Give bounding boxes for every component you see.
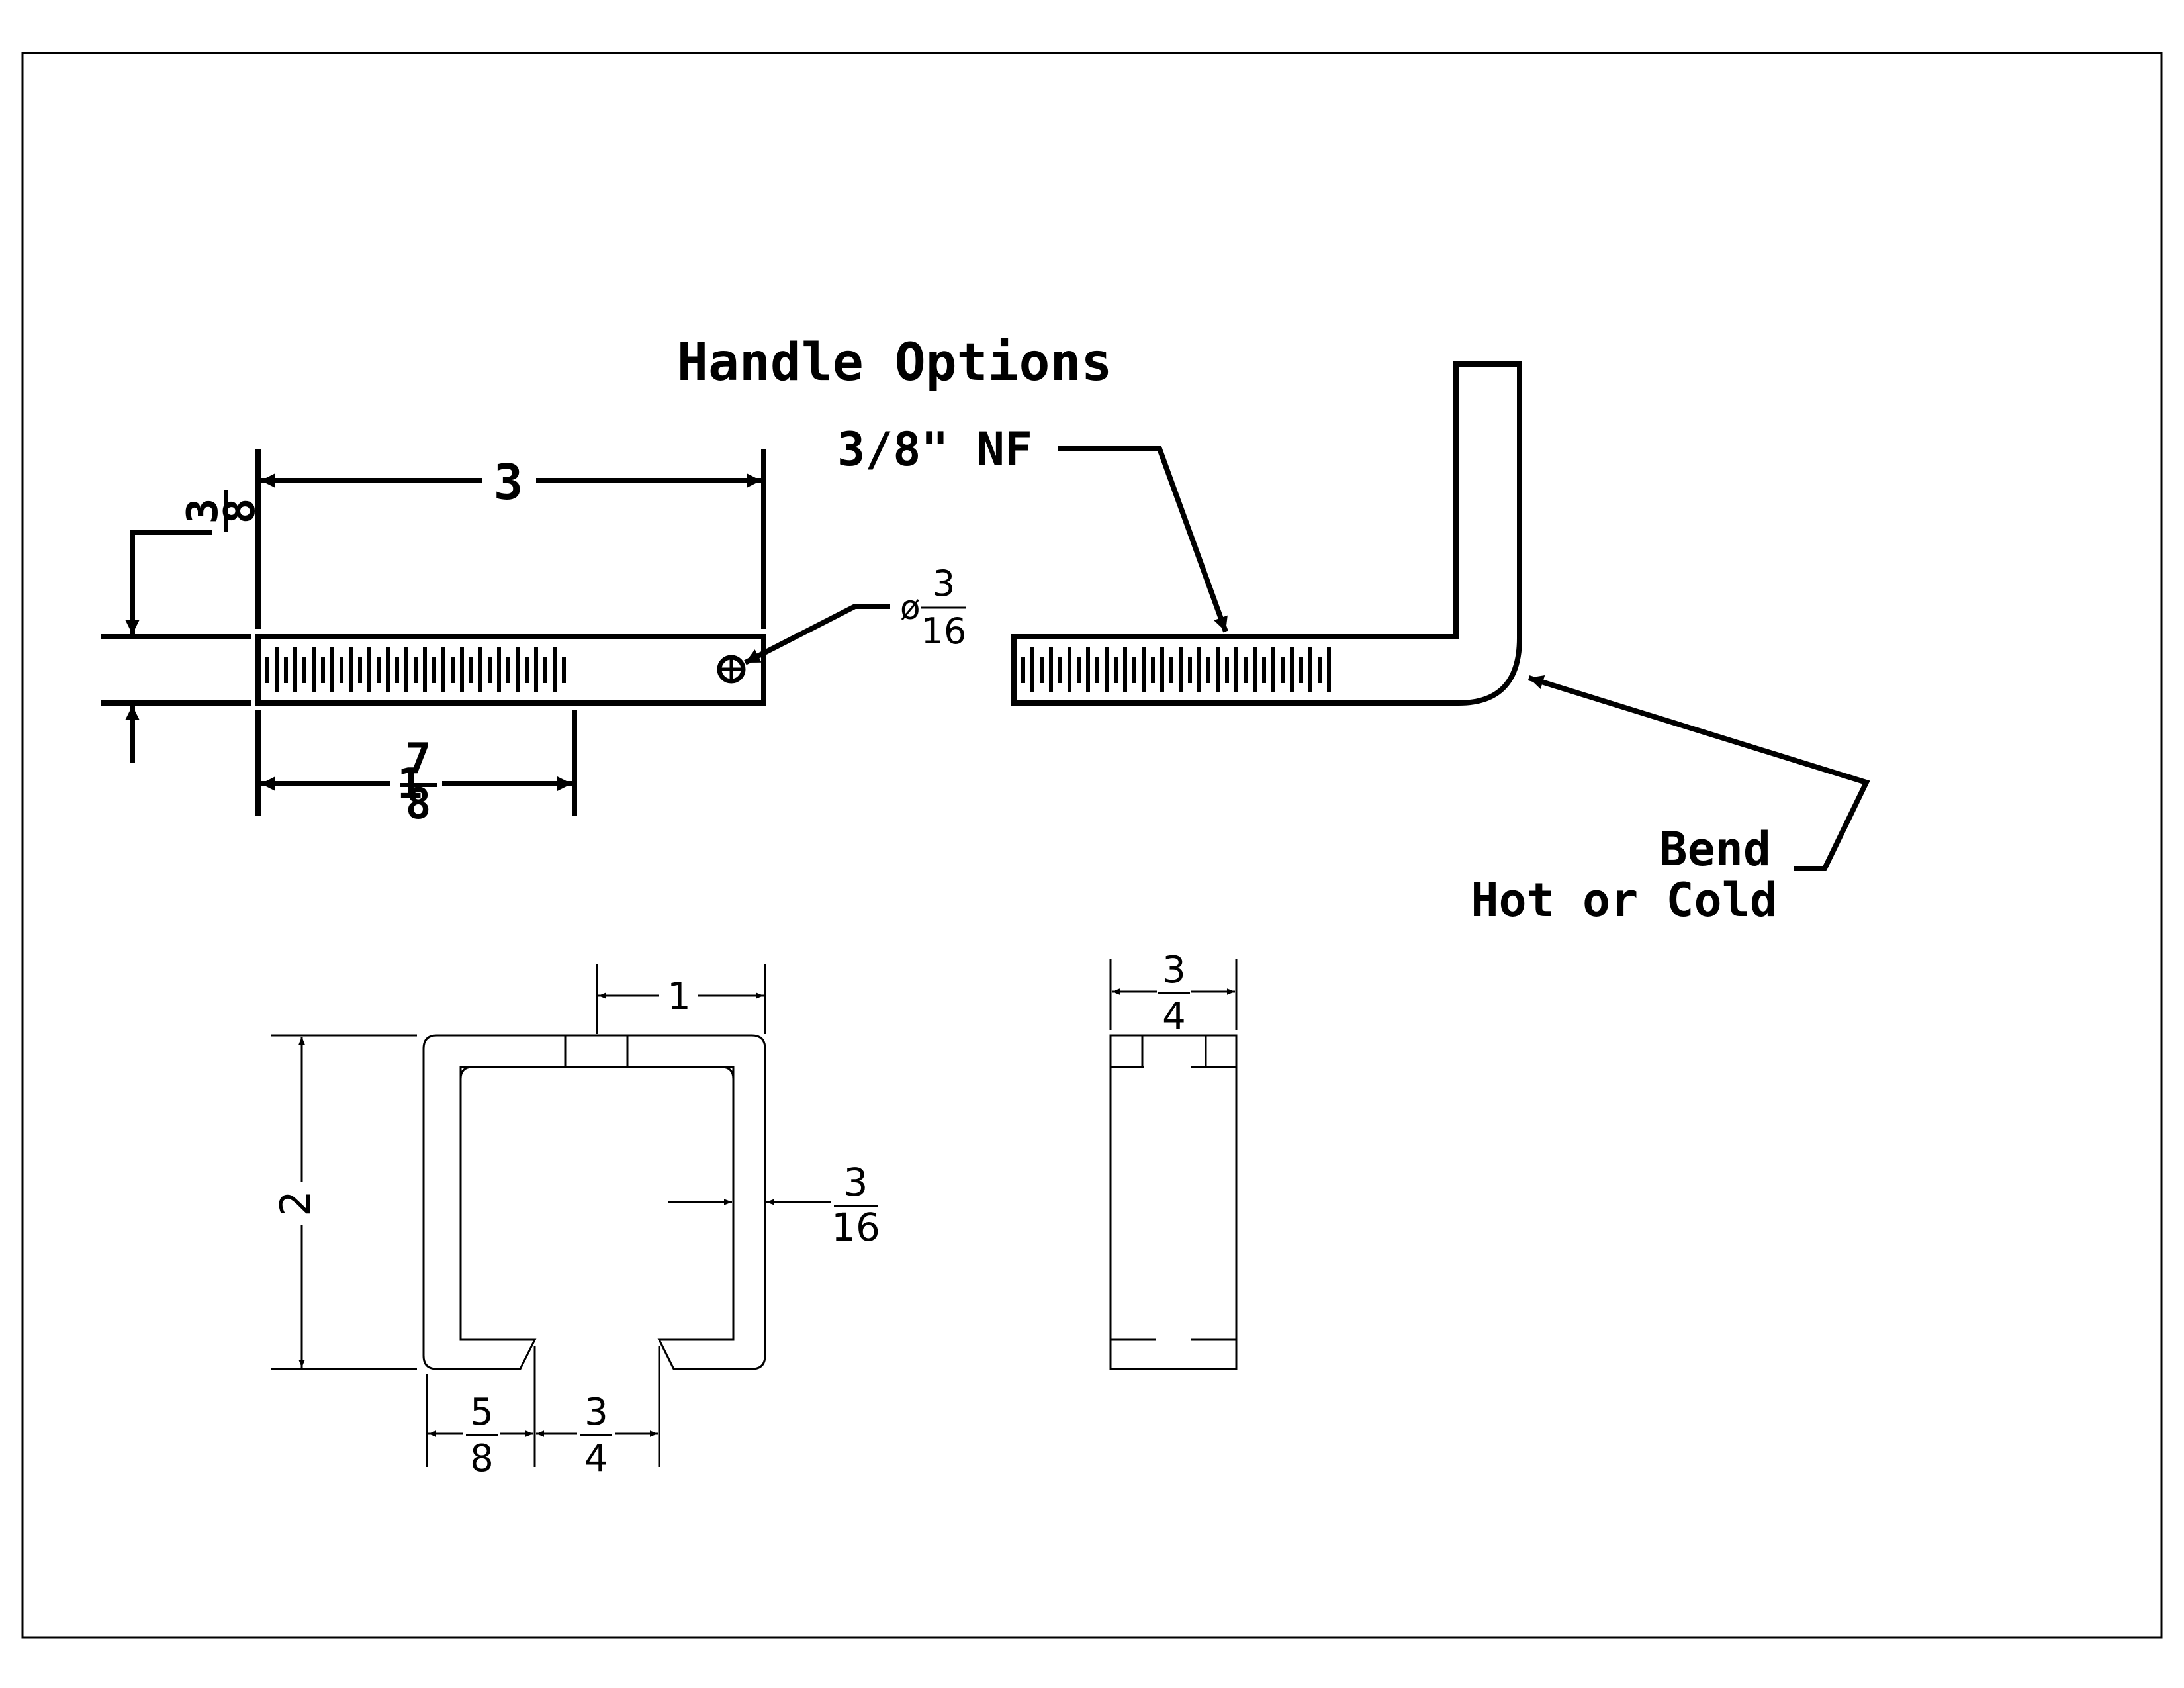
track-side-view bbox=[1109, 959, 1238, 1370]
thread-length-den: 8 bbox=[406, 780, 432, 829]
handle-length-label: 3 bbox=[494, 454, 523, 511]
bent-handle-view: 3/8" NF Bend Hot or Cold bbox=[837, 361, 1870, 927]
wall-den: 16 bbox=[831, 1205, 880, 1250]
drawing-title: Handle Options bbox=[677, 333, 1112, 393]
track-width-label: 1 bbox=[667, 975, 691, 1018]
hole-leader bbox=[744, 604, 890, 665]
lip-num: 5 bbox=[470, 1391, 494, 1434]
thread-callout: 3/8" NF bbox=[837, 422, 1032, 477]
bend-note-line1: Bend bbox=[1659, 822, 1771, 876]
thread-leader bbox=[1058, 446, 1228, 633]
thread-marks bbox=[265, 647, 566, 692]
thickness-den: 8 bbox=[216, 498, 265, 524]
hole-dia-den: 16 bbox=[921, 610, 967, 652]
side-width-num: 3 bbox=[1162, 949, 1186, 992]
straight-handle-view: ø 3 16 3 3 8 1 7 8 bbox=[101, 449, 966, 829]
bent-handle-outline bbox=[1011, 361, 1522, 706]
bend-leader bbox=[1527, 675, 1870, 871]
thickness-num: 3 bbox=[179, 498, 228, 524]
hole-dia-num: 3 bbox=[933, 563, 955, 604]
hole-dia-symbol: ø bbox=[900, 588, 921, 627]
track-height-label: 2 bbox=[271, 1190, 320, 1216]
side-outline bbox=[1109, 1034, 1238, 1370]
thread-length-num: 7 bbox=[406, 735, 432, 784]
thread-marks bbox=[1021, 647, 1331, 692]
bend-note-line2: Hot or Cold bbox=[1471, 873, 1778, 927]
track-outline-outer bbox=[422, 1034, 766, 1370]
lip-den: 8 bbox=[470, 1437, 494, 1480]
slot-den: 4 bbox=[584, 1437, 608, 1480]
side-width-den: 4 bbox=[1162, 995, 1186, 1038]
handle-bar bbox=[255, 634, 766, 706]
wall-num: 3 bbox=[844, 1160, 868, 1205]
slot-num: 3 bbox=[584, 1391, 608, 1434]
sheet-border bbox=[21, 52, 2163, 1639]
track-profile-view bbox=[271, 964, 831, 1467]
